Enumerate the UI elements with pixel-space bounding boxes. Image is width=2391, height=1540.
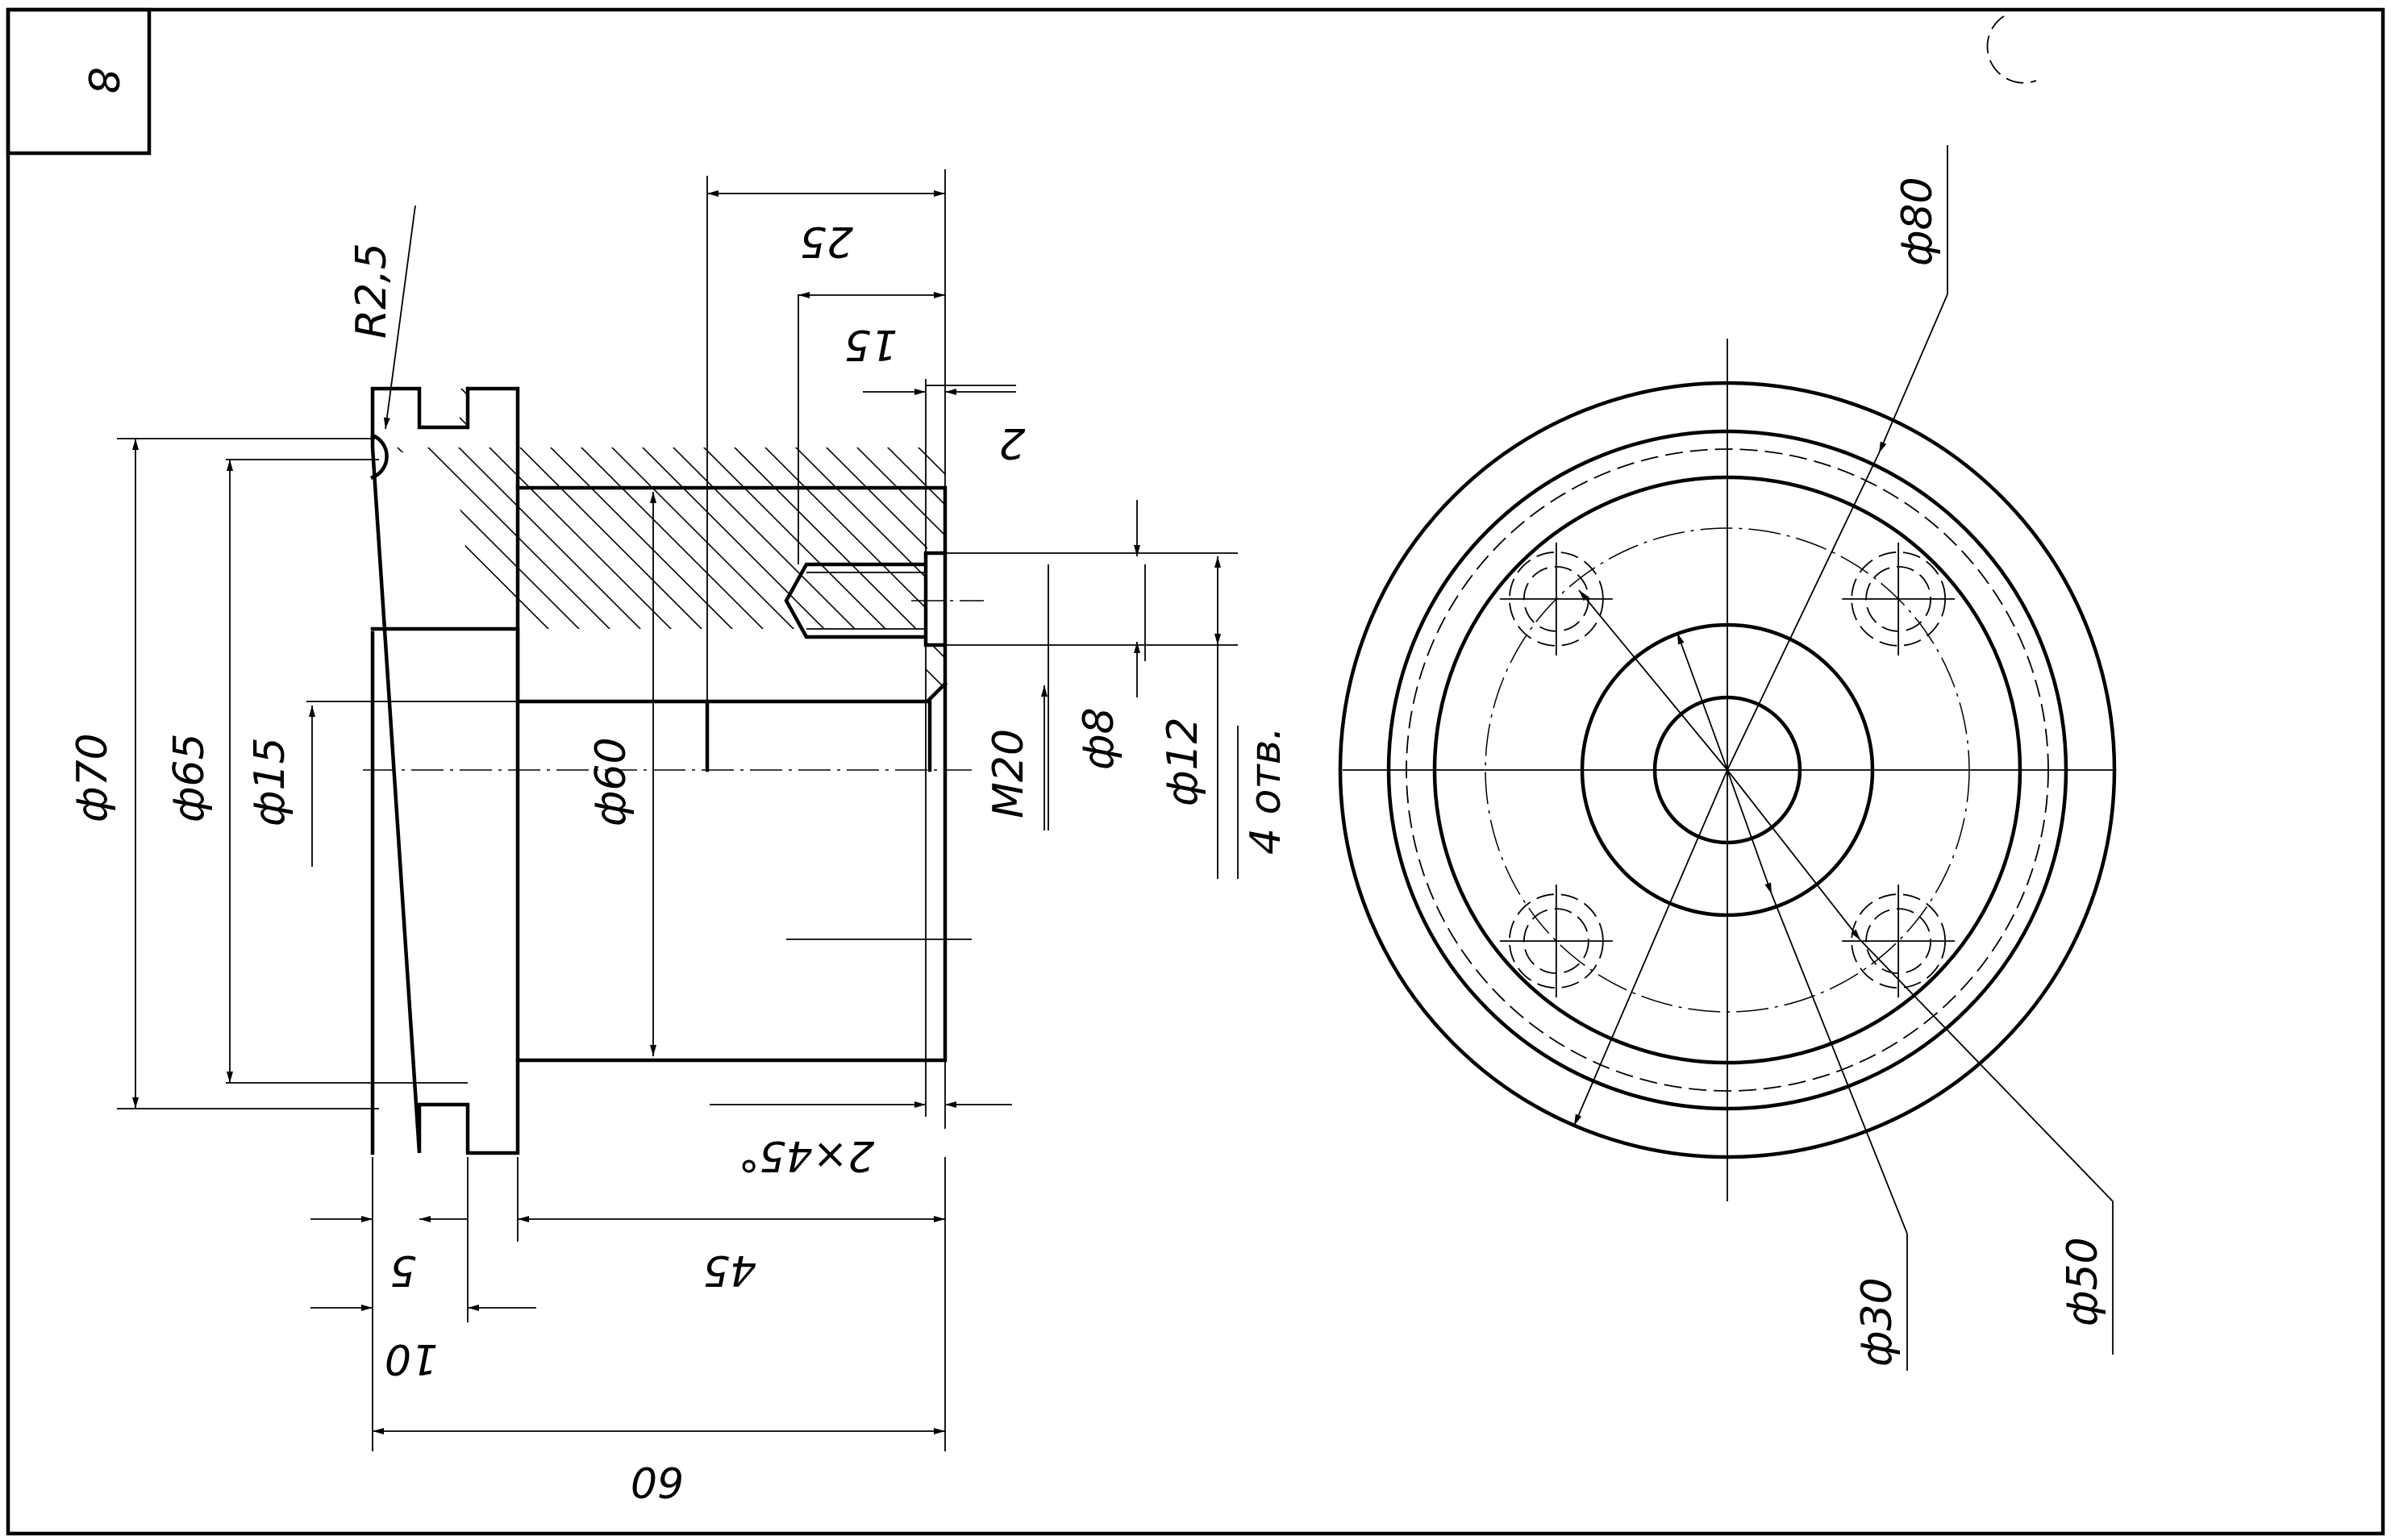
hatch-line bbox=[373, 389, 757, 807]
label-d70: ф70 bbox=[69, 733, 117, 822]
label-10: 10 bbox=[385, 1334, 438, 1383]
thread-minor bbox=[806, 572, 926, 630]
label-2: 2 bbox=[998, 418, 1025, 467]
hatch-line bbox=[1161, 323, 1645, 806]
leader-r2-5 bbox=[383, 205, 416, 430]
label-d12: ф12 bbox=[1159, 717, 1207, 806]
label-d65: ф65 bbox=[165, 733, 214, 822]
label-d50: ф50 bbox=[2059, 1237, 2107, 1326]
sheet-number-box bbox=[6, 7, 152, 156]
hatch-line bbox=[977, 323, 1461, 806]
bore-outline bbox=[370, 626, 948, 704]
part-outline bbox=[370, 386, 948, 1155]
label-45: 45 bbox=[703, 1246, 756, 1294]
end-view: ф80 ф30 ф50 bbox=[1338, 145, 2117, 1371]
section-dimensions: R2,5 ф70 ф65 ф15 ф60 M20 ф8 ф12 4 отв. 2… bbox=[69, 169, 1290, 1505]
hatch-line bbox=[885, 389, 945, 807]
bolt-hole-center bbox=[1842, 542, 1956, 656]
label-d8: ф8 bbox=[1075, 707, 1123, 770]
label-chamfer: 2×45° bbox=[739, 1131, 875, 1180]
hatch-line bbox=[373, 389, 788, 807]
label-m20: M20 bbox=[985, 729, 1033, 818]
label-d30: ф30 bbox=[1853, 1277, 1902, 1367]
bore-marks bbox=[705, 699, 932, 772]
bolt-hole-center bbox=[1842, 884, 1956, 998]
sheet-number: 8 bbox=[78, 67, 127, 94]
label-d80: ф80 bbox=[1893, 177, 1942, 266]
sheet-frame bbox=[6, 7, 2385, 1536]
label-d15: ф15 bbox=[246, 737, 294, 826]
leader-d50 bbox=[1727, 769, 1861, 941]
bolt-hole-center bbox=[1499, 542, 1613, 656]
label-5: 5 bbox=[389, 1246, 416, 1294]
label-25: 25 bbox=[800, 217, 853, 265]
label-60: 60 bbox=[631, 1457, 684, 1505]
groove-arc bbox=[370, 433, 389, 480]
threaded-hole bbox=[784, 551, 948, 647]
hatch-line bbox=[548, 389, 945, 807]
leader-d80-far bbox=[1573, 769, 1728, 1126]
leader-d80 bbox=[1878, 293, 1948, 454]
hatch-line bbox=[373, 389, 819, 807]
label-holes: 4 отв. bbox=[1242, 726, 1290, 855]
leader-d30 bbox=[1727, 769, 1772, 895]
label-15: 15 bbox=[844, 320, 898, 368]
hatch-line bbox=[373, 389, 849, 807]
bolt-hole-center bbox=[1499, 884, 1613, 998]
label-d60: ф60 bbox=[587, 737, 635, 826]
corner-arc bbox=[1986, 15, 2037, 84]
label-r2-5: R2,5 bbox=[348, 243, 396, 339]
